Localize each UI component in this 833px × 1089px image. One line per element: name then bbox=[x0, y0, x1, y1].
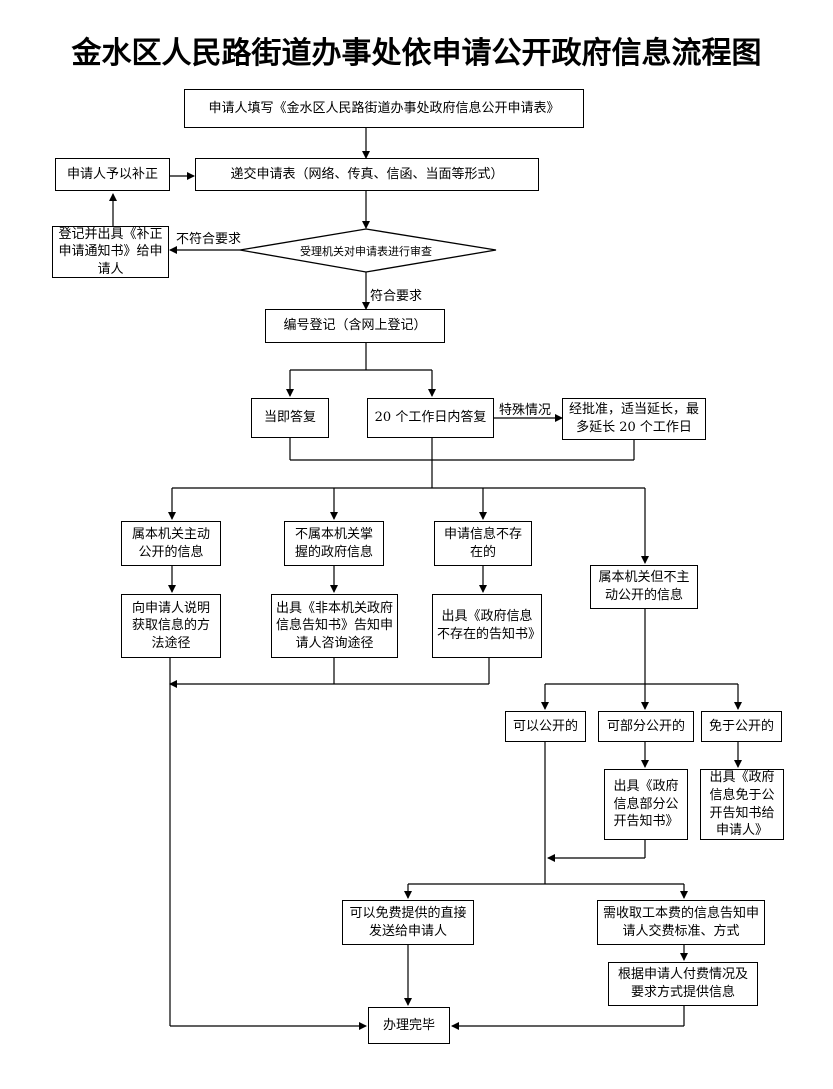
own-not-active-box: 属本机关但不主动公开的信息 bbox=[590, 565, 698, 609]
supplement-box: 申请人予以补正 bbox=[55, 158, 170, 191]
free-send-box: 可以免费提供的直接发送给申请人 bbox=[342, 900, 474, 945]
provide-by-pay-box: 根据申请人付费情况及要求方式提供信息 bbox=[608, 962, 758, 1006]
reply-now-box: 当即答复 bbox=[251, 398, 329, 438]
not-own-box: 不属本机关掌握的政府信息 bbox=[284, 521, 384, 566]
notice-not-exist-box: 出具《政府信息不存在的告知书》 bbox=[432, 594, 542, 658]
notice-part-box: 出具《政府信息部分公开告知书》 bbox=[604, 769, 688, 840]
submit-box: 递交申请表（网络、传真、信函、当面等形式） bbox=[195, 158, 539, 191]
register-box: 编号登记（含网上登记） bbox=[265, 309, 445, 343]
part-open-box: 可部分公开的 bbox=[598, 711, 694, 742]
review-diamond bbox=[239, 228, 497, 273]
notice-exempt-box: 出具《政府信息免于公开告知书给申请人》 bbox=[700, 769, 784, 840]
label-meet: 符合要求 bbox=[370, 289, 423, 304]
page-title: 金水区人民路街道办事处依申请公开政府信息流程图 bbox=[71, 36, 762, 71]
label-not-meet: 不符合要求 bbox=[176, 232, 242, 247]
done-box: 办理完毕 bbox=[368, 1007, 450, 1044]
fill-form-box: 申请人填写《金水区人民路街道办事处政府信息公开申请表》 bbox=[184, 89, 584, 128]
exempt-open-box: 免于公开的 bbox=[701, 711, 782, 742]
notice-not-own-box: 出具《非本机关政府信息告知书》告知申请人咨询途径 bbox=[271, 594, 398, 658]
can-open-box: 可以公开的 bbox=[505, 711, 586, 742]
own-active-box: 属本机关主动公开的信息 bbox=[121, 521, 221, 566]
explain-way-box: 向申请人说明获取信息的方法途径 bbox=[121, 594, 221, 658]
extend-box: 经批准，适当延长，最多延长 20 个工作日 bbox=[562, 398, 706, 440]
not-exist-box: 申请信息不存在的 bbox=[434, 521, 532, 566]
fee-notice-box: 需收取工本费的信息告知申请人交费标准、方式 bbox=[597, 900, 765, 945]
label-special: 特殊情况 bbox=[499, 403, 552, 418]
review-label: 受理机关对申请表进行审查 bbox=[300, 245, 432, 258]
reply-20-box: 20 个工作日内答复 bbox=[367, 398, 494, 438]
notice-supplement-box: 登记并出具《补正申请通知书》给申请人 bbox=[52, 226, 169, 278]
